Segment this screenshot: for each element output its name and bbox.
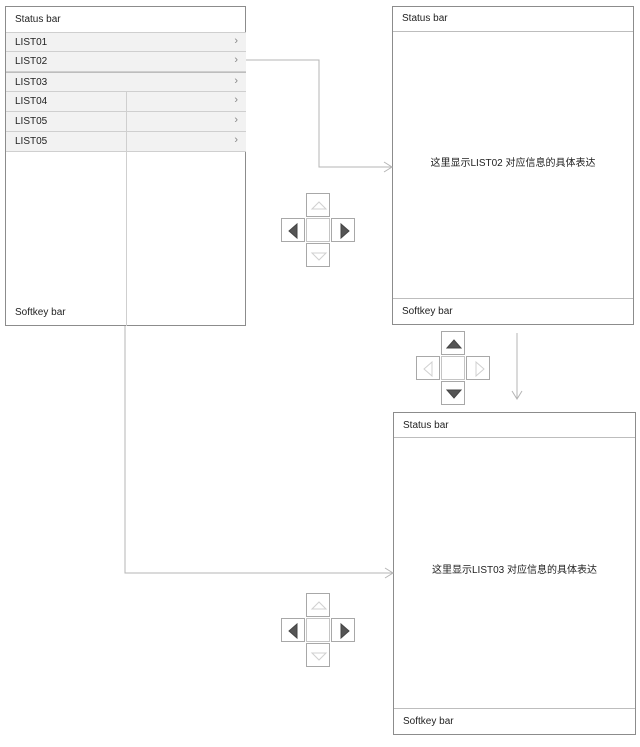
softkey-bar-label: Softkey bar: [403, 716, 454, 727]
list-item-label: LIST03: [15, 77, 48, 88]
arrowhead-icon: [384, 567, 394, 579]
detail-screen-list03: Status bar 这里显示LIST03 对应信息的具体表达 Softkey …: [393, 412, 636, 735]
status-bar-label: Status bar: [403, 420, 449, 431]
list-item-3[interactable]: LIST03 ›: [6, 72, 246, 92]
column-divider: [126, 92, 127, 111]
dpad-up-key[interactable]: [306, 593, 330, 617]
list-screen: Status bar LIST01 › LIST02 › LIST03 › LI…: [5, 6, 246, 326]
connector-list02: [246, 59, 392, 168]
softkey-bar-divider: [393, 298, 633, 299]
dpad-right-key[interactable]: [466, 356, 490, 380]
dpad-left-key[interactable]: [281, 218, 305, 242]
dpad-center-key[interactable]: [306, 218, 330, 242]
triangle-left-icon: [288, 622, 298, 640]
dpad-horizontal: [281, 193, 357, 269]
list-item-2[interactable]: LIST02 ›: [6, 52, 246, 72]
dpad-down-key[interactable]: [441, 381, 465, 405]
triangle-right-icon: [475, 360, 485, 378]
dpad-right-key[interactable]: [331, 618, 355, 642]
arrowhead-icon: [383, 161, 393, 173]
status-bar-label: Status bar: [15, 14, 61, 25]
softkey-bar-label: Softkey bar: [15, 307, 66, 318]
chevron-right-icon: ›: [234, 134, 238, 146]
status-bar-divider: [393, 31, 633, 32]
list-item-label: LIST04: [15, 96, 48, 107]
list-item-6[interactable]: LIST05 ›: [6, 132, 246, 152]
triangle-up-icon: [310, 601, 328, 610]
triangle-right-icon: [340, 222, 350, 240]
connector-list03: [124, 326, 393, 574]
content-text: 这里显示LIST02 对应信息的具体表达: [430, 158, 596, 169]
chevron-right-icon: ›: [234, 75, 238, 87]
dpad-center-key[interactable]: [306, 618, 330, 642]
list-item-label: LIST05: [15, 116, 48, 127]
chevron-right-icon: ›: [234, 35, 238, 47]
chevron-right-icon: ›: [234, 54, 238, 66]
dpad-center-key[interactable]: [441, 356, 465, 380]
column-divider: [126, 152, 127, 326]
triangle-left-icon: [423, 360, 433, 378]
softkey-bar-divider: [394, 708, 635, 709]
dpad-left-key[interactable]: [281, 618, 305, 642]
dpad-down-key[interactable]: [306, 643, 330, 667]
triangle-down-icon: [310, 252, 328, 261]
chevron-right-icon: ›: [234, 114, 238, 126]
triangle-up-icon: [310, 201, 328, 210]
list-item-1[interactable]: LIST01 ›: [6, 32, 246, 52]
list-item-label: LIST02: [15, 56, 48, 67]
arrowhead-icon: [511, 390, 523, 400]
content-text: 这里显示LIST03 对应信息的具体表达: [431, 565, 598, 576]
triangle-up-icon: [445, 339, 463, 349]
dpad-down-key[interactable]: [306, 243, 330, 267]
list-item-4[interactable]: LIST04 ›: [6, 92, 246, 112]
status-bar-divider: [394, 437, 635, 438]
dpad-horizontal-2: [281, 593, 357, 669]
list-item-label: LIST05: [15, 136, 48, 147]
dpad-up-key[interactable]: [441, 331, 465, 355]
list-item-label: LIST01: [15, 37, 48, 48]
dpad-right-key[interactable]: [331, 218, 355, 242]
dpad-up-key[interactable]: [306, 193, 330, 217]
status-bar-label: Status bar: [402, 13, 448, 24]
column-divider: [126, 112, 127, 131]
triangle-down-icon: [310, 652, 328, 661]
triangle-left-icon: [288, 222, 298, 240]
triangle-down-icon: [445, 389, 463, 399]
chevron-right-icon: ›: [234, 94, 238, 106]
column-divider: [126, 132, 127, 151]
dpad-vertical: [416, 331, 492, 407]
triangle-right-icon: [340, 622, 350, 640]
dpad-left-key[interactable]: [416, 356, 440, 380]
list-item-5[interactable]: LIST05 ›: [6, 112, 246, 132]
softkey-bar-label: Softkey bar: [402, 306, 453, 317]
detail-screen-list02: Status bar 这里显示LIST02 对应信息的具体表达 Softkey …: [392, 6, 634, 325]
